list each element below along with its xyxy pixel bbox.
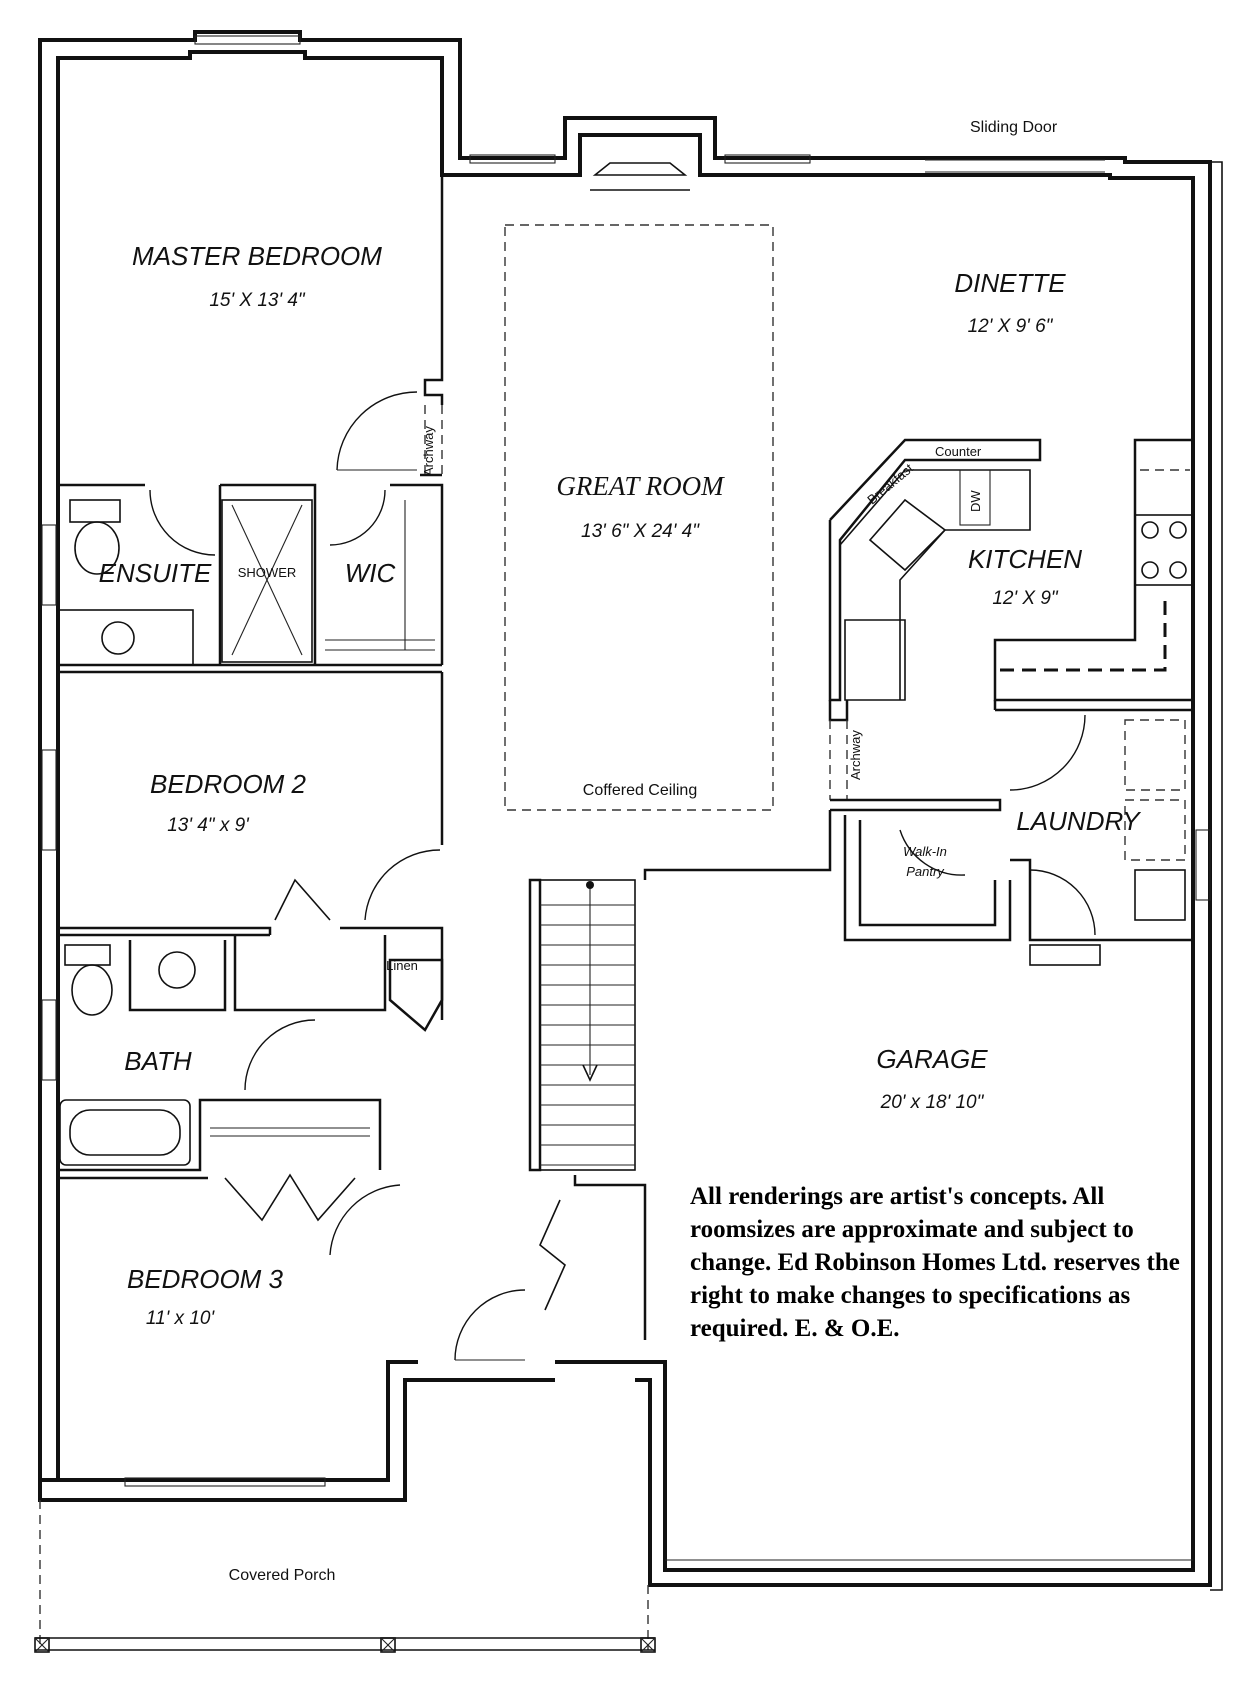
counter-label: Counter [935, 444, 982, 459]
ensuite-name: ENSUITE [99, 558, 212, 588]
master-bedroom-dim: 15' X 13' 4" [209, 290, 306, 311]
laundry-name: LAUNDRY [1016, 806, 1141, 836]
bedroom3-dim: 11' x 10' [146, 1308, 216, 1329]
great-room-name: GREAT ROOM [556, 471, 725, 501]
coffered-ceiling-label: Coffered Ceiling [583, 782, 697, 799]
room-labels: MASTER BEDROOM 15' X 13' 4" ENSUITE SHOW… [99, 241, 1142, 1584]
master-bedroom-name: MASTER BEDROOM [132, 241, 382, 271]
breakfast-label: Breakfast [864, 460, 916, 507]
fireplace [590, 162, 690, 191]
west-wing-walls [58, 672, 526, 1361]
kitchen-dim: 12' X 9" [992, 588, 1059, 609]
sliding-door: Sliding Door [925, 119, 1105, 173]
kitchen-walls: Archway [643, 438, 1195, 966]
garage-name: GARAGE [876, 1044, 988, 1074]
dinette-dim: 12' X 9' 6" [968, 316, 1054, 337]
linen-label: Linen [386, 958, 418, 973]
covered-porch-name: Covered Porch [229, 1567, 336, 1584]
covered-porch [34, 1500, 656, 1653]
walk-in-label: Walk-In [903, 844, 947, 859]
dinette-name: DINETTE [954, 268, 1066, 298]
great-room-dim: 13' 6" X 24' 4" [581, 521, 700, 542]
wic-name: WIC [345, 558, 396, 588]
staircase [528, 878, 647, 1340]
garage-dim: 20' x 18' 10" [880, 1092, 985, 1113]
disclaimer-text: All renderings are artist's concepts. Al… [690, 1183, 1180, 1342]
windows [41, 35, 1211, 1487]
coffered-ceiling [504, 224, 774, 811]
archway-label-2: Archway [848, 730, 863, 780]
bedroom3-name: BEDROOM 3 [127, 1264, 284, 1294]
bedroom2-name: BEDROOM 2 [150, 769, 307, 799]
bath-name: BATH [124, 1046, 192, 1076]
sliding-door-label: Sliding Door [970, 119, 1058, 136]
pantry-label: Pantry [906, 864, 945, 879]
bedroom2-dim: 13' 4" x 9' [167, 815, 250, 836]
master-wing-walls: Archway [57, 58, 444, 674]
shower-name: SHOWER [238, 565, 297, 580]
archway-label-1: Archway [421, 426, 436, 476]
kitchen-name: KITCHEN [968, 544, 1082, 574]
dw-label: DW [968, 490, 983, 512]
